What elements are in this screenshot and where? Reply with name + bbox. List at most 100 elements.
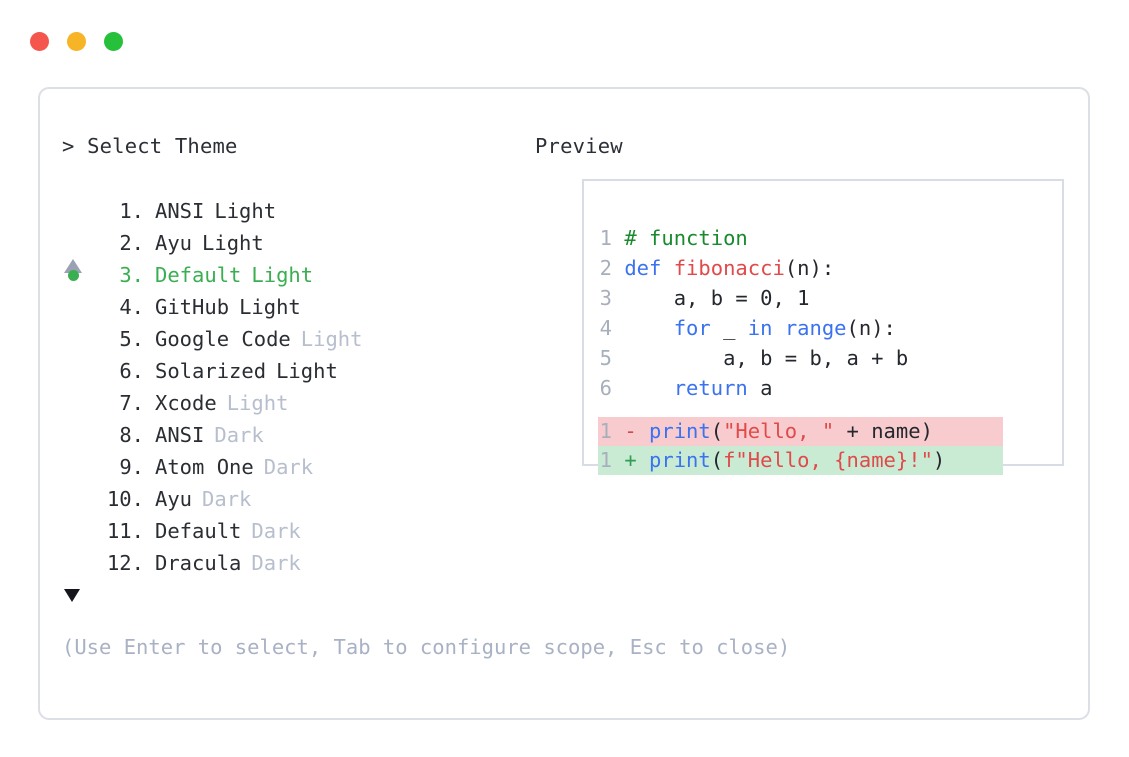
diff-preview: 1 - print("Hello, " + name)1 + print(f"H… [598,417,1003,475]
scroll-down-icon[interactable] [64,589,80,602]
code-token [624,376,673,400]
diff-removed-line: 1 - print("Hello, " + name) [598,417,1003,446]
theme-item-variant: Dark [263,455,314,479]
theme-item-name: Dracula [155,551,242,575]
theme-list-item[interactable]: 2. Ayu Light [62,227,532,259]
line-number: 4 [599,316,612,340]
theme-list-item[interactable]: 6. Solarized Light [62,355,532,387]
minimize-button[interactable] [67,32,86,51]
diff-added-line: 1 + print(f"Hello, {name}!") [598,446,1003,475]
line-number: 2 [599,256,612,280]
theme-item-number: 8. [119,423,144,447]
theme-list-item[interactable]: 4. GitHub Light [62,291,532,323]
line-number: 1 [599,226,612,250]
code-token: _ [710,316,748,340]
line-gutter-space [612,256,624,280]
theme-item-number: 10. [106,487,144,511]
code-line: 3 a, b = 0, 1 [598,283,908,313]
theme-item-variant: Light [226,391,289,415]
theme-item-number: 2. [119,231,144,255]
code-token: fibonacci [673,256,785,280]
theme-list-item[interactable]: 11. Default Dark [62,515,532,547]
diff-sign: + [612,448,650,472]
code-token: return [673,376,748,400]
code-line: 5 a, b = b, a + b [598,343,909,373]
code-token: + name) [834,419,933,443]
line-gutter-space [612,376,624,400]
theme-item-number: 1. [119,199,144,223]
theme-item-name: Ayu [155,231,193,255]
code-token [772,316,784,340]
theme-item-variant: Dark [251,551,301,575]
code-token: f"Hello, {name}!" [723,448,933,472]
theme-item-name: Atom One [155,455,254,479]
theme-item-name: Xcode [155,391,217,415]
theme-item-variant: Light [202,231,264,255]
theme-item-number: 4. [119,295,144,319]
code-line: 2 def fibonacci(n): [598,253,908,283]
close-button[interactable] [30,32,49,51]
code-token: "Hello, " [723,419,835,443]
theme-item-variant: Light [239,295,301,319]
theme-item-name: Default [155,519,242,543]
theme-item-number: 5. [119,327,144,351]
theme-list-item[interactable]: 5. Google Code Light [62,323,532,355]
line-number: 3 [599,286,612,310]
theme-item-name: ANSI [155,423,205,447]
theme-item-name: ANSI [155,199,205,223]
theme-item-number: 7. [119,391,144,415]
theme-item-name: GitHub [155,295,230,319]
code-token: (n): [784,256,835,280]
theme-item-name: Solarized [155,359,267,383]
maximize-button[interactable] [104,32,123,51]
code-token: ) [932,448,946,472]
line-gutter-space [612,286,624,310]
line-number: 1 [599,419,612,443]
line-gutter-space [612,316,624,340]
theme-item-variant: Light [300,327,363,351]
theme-item-variant: Dark [214,423,264,447]
theme-list-item[interactable]: 7. Xcode Light [62,387,532,419]
code-token: def [624,256,674,280]
code-token: ( [710,448,724,472]
line-gutter-space [612,346,624,370]
select-theme-prompt: > Select Theme [62,134,238,158]
theme-list-item[interactable]: 1. ANSI Light [62,195,532,227]
theme-item-name: Default [155,263,242,287]
code-token: print [649,448,711,472]
theme-item-variant: Light [214,199,277,223]
code-token: for [673,316,711,340]
code-token: range [784,316,847,340]
code-line: 6 return a [598,373,908,403]
code-token: (n): [846,316,896,340]
theme-item-name: Google Code [155,327,291,351]
code-token: a, b = 0, 1 [624,286,810,310]
theme-item-variant: Light [251,263,314,287]
theme-item-variant: Dark [251,519,301,543]
diff-sign: - [612,419,650,443]
code-line: 1 # function [598,223,908,253]
code-token: # function [624,226,748,250]
keyboard-hint: (Use Enter to select, Tab to configure s… [62,635,791,659]
code-token [624,316,673,340]
theme-item-number: 6. [119,359,144,383]
line-gutter-space [612,226,624,250]
scroll-up-icon[interactable] [64,259,82,273]
theme-select-column: > Select Theme [62,133,532,159]
theme-item-variant: Dark [202,487,252,511]
code-token: ( [710,419,724,443]
theme-item-variant: Light [276,359,338,383]
theme-item-number: 11. [106,519,144,543]
code-line: 4 for _ in range(n): [598,313,908,343]
theme-list-item[interactable]: 8. ANSI Dark [62,419,532,451]
line-number: 1 [599,448,612,472]
